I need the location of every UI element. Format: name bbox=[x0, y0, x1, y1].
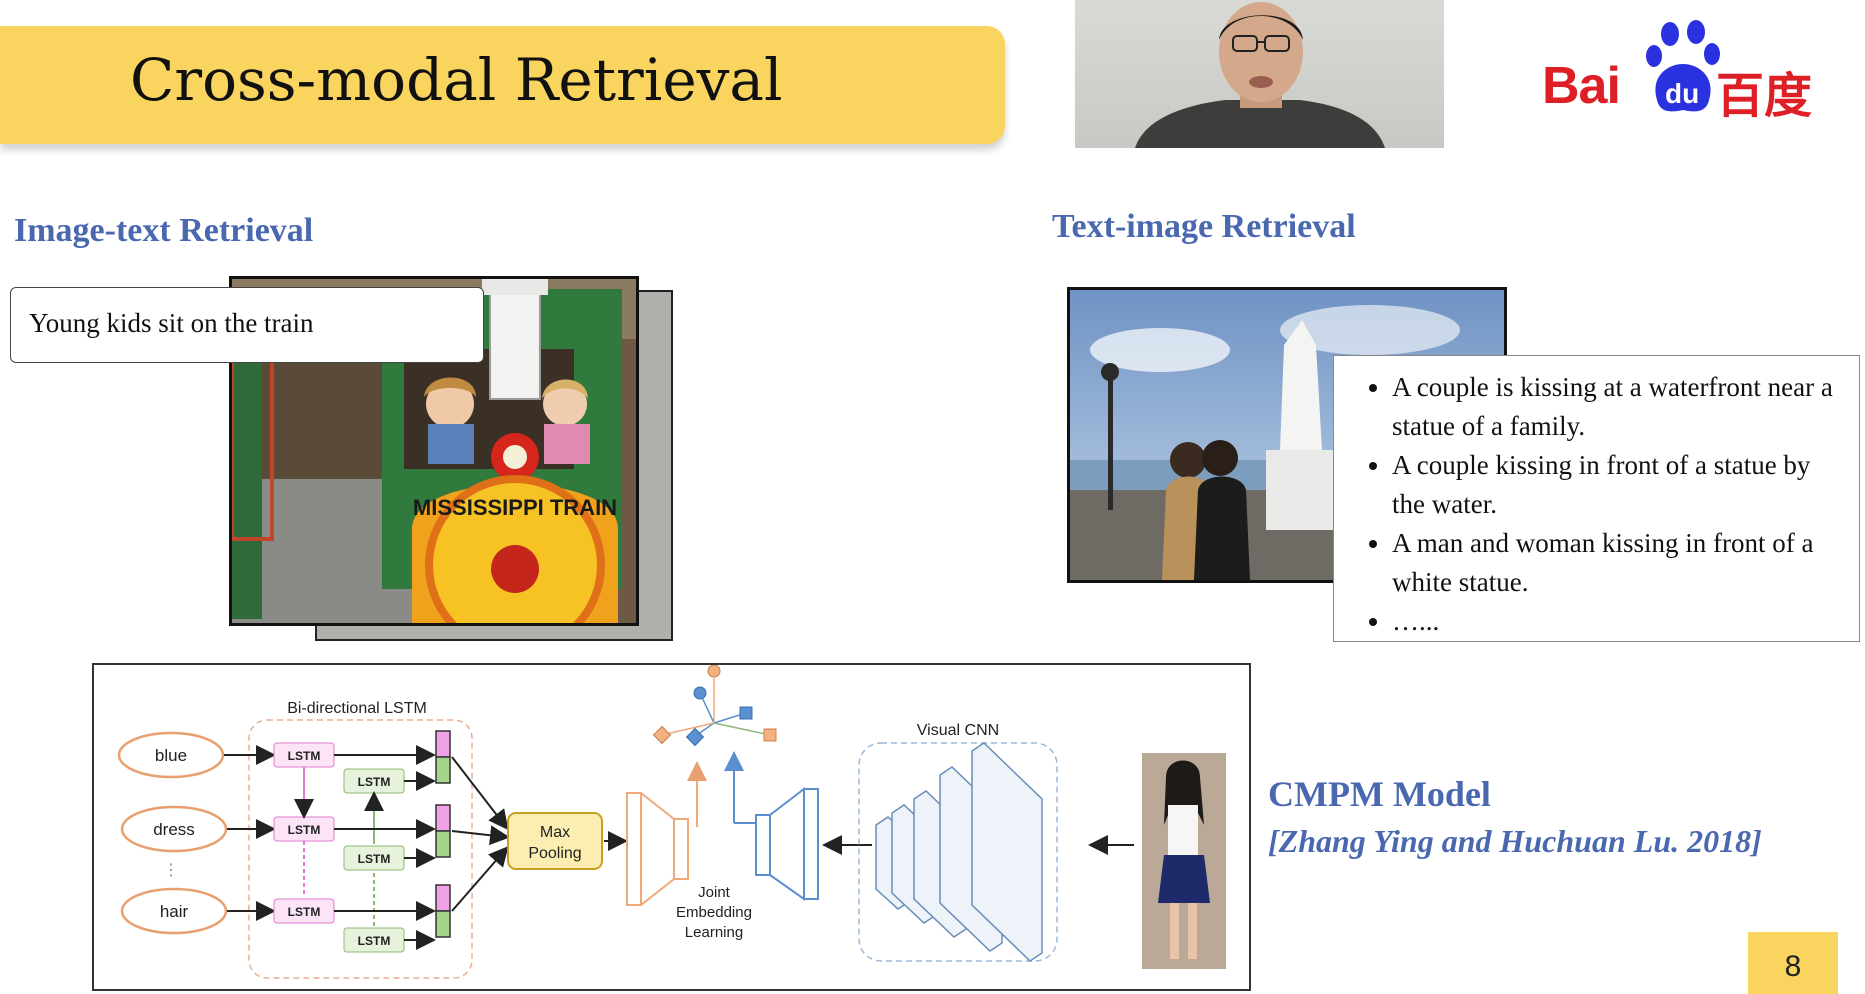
baidu-logo: Bai du 百度 bbox=[1540, 20, 1830, 124]
pooling-label-1: Max bbox=[540, 824, 570, 841]
lstm-label: LSTM bbox=[358, 775, 391, 789]
cmpm-ref-authors: [Zhang Ying and Huchuan Lu. bbox=[1268, 823, 1688, 859]
caption-item: A couple kissing in front of a statue by… bbox=[1392, 446, 1839, 524]
caption-item: A man and woman kissing in front of a wh… bbox=[1392, 524, 1839, 602]
retrieved-captions-box: A couple is kissing at a waterfront near… bbox=[1333, 355, 1860, 642]
query-caption: Young kids sit on the train bbox=[29, 308, 314, 338]
word-blue: blue bbox=[155, 746, 187, 765]
baidu-chinese-text: 百度 bbox=[1716, 68, 1813, 124]
train-photo: MISSISSIPPI TRAIN bbox=[229, 276, 639, 626]
lstm-label: LSTM bbox=[358, 852, 391, 866]
paw-icon bbox=[1646, 20, 1720, 112]
cmpm-diagram: Bi-directional LSTM blue dress ⋮ hair LS… bbox=[92, 663, 1251, 991]
page-number: 8 bbox=[1784, 950, 1802, 983]
query-caption-box: Young kids sit on the train bbox=[10, 287, 484, 363]
lstm-region-title: Bi-directional LSTM bbox=[287, 700, 427, 717]
train-sign-text: MISSISSIPPI TRAIN bbox=[413, 495, 617, 520]
cnn-title: Visual CNN bbox=[917, 722, 999, 739]
lstm-label: LSTM bbox=[358, 934, 391, 948]
joint-label-3: Learning bbox=[685, 924, 743, 941]
image-text-heading: Image-text Retrieval bbox=[14, 212, 314, 249]
cmpm-diagram-svg: Bi-directional LSTM blue dress ⋮ hair LS… bbox=[117, 665, 1226, 979]
text-image-heading: Text-image Retrieval bbox=[1052, 208, 1356, 245]
title-bar bbox=[0, 26, 1005, 144]
baidu-du-text: du bbox=[1665, 78, 1700, 109]
lstm-label: LSTM bbox=[288, 823, 321, 837]
pooling-label-2: Pooling bbox=[528, 845, 581, 862]
caption-item: A couple is kissing at a waterfront near… bbox=[1392, 368, 1839, 446]
joint-label-1: Joint bbox=[698, 884, 731, 901]
lstm-label: LSTM bbox=[288, 749, 321, 763]
cmpm-title: CMPM Model bbox=[1268, 774, 1491, 814]
cmpm-ref-year: 2018 bbox=[1687, 823, 1752, 859]
word-ellipsis: ⋮ bbox=[163, 862, 179, 879]
baidu-text: Bai bbox=[1542, 57, 1621, 115]
slide-title: Cross-modal Retrieval bbox=[130, 46, 783, 114]
word-dress: dress bbox=[153, 820, 195, 839]
presenter-figure bbox=[1135, 2, 1385, 148]
cmpm-reference: [Zhang Ying and Huchuan Lu. 2018] bbox=[1268, 823, 1762, 860]
word-hair: hair bbox=[160, 902, 189, 921]
cmpm-ref-close: ] bbox=[1751, 823, 1762, 859]
webcam-video bbox=[1075, 0, 1444, 148]
lstm-label: LSTM bbox=[288, 905, 321, 919]
caption-item: …... bbox=[1392, 602, 1839, 641]
caption-list: A couple is kissing at a waterfront near… bbox=[1354, 368, 1839, 641]
page-number-box bbox=[1748, 932, 1838, 994]
joint-label-2: Embedding bbox=[676, 904, 752, 921]
